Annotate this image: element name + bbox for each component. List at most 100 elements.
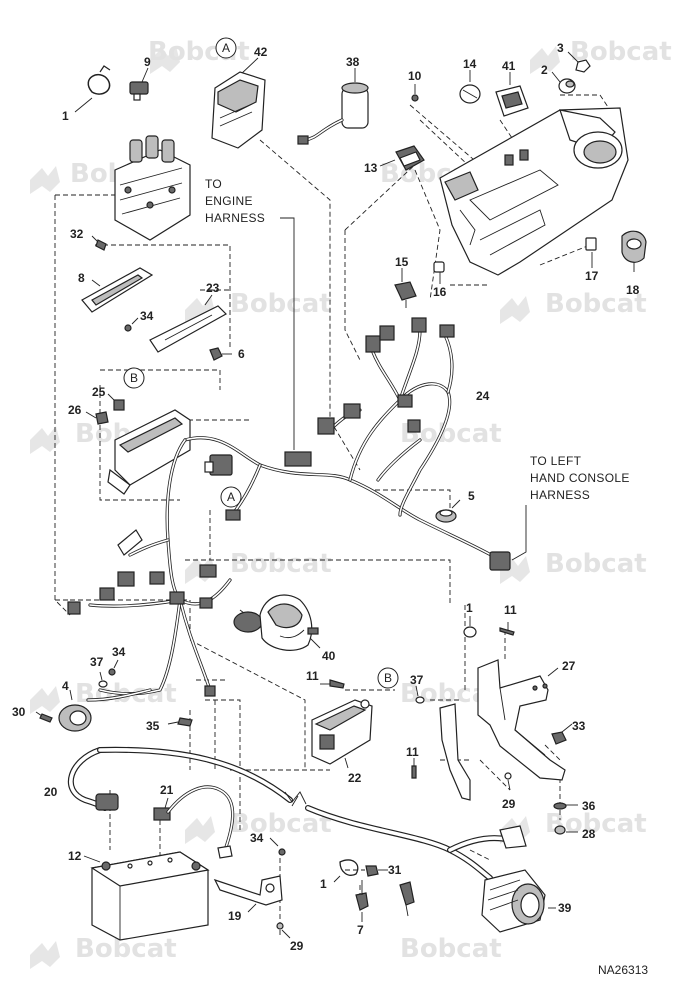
reference-b-left: B [123,367,145,389]
note-line: HAND CONSOLE [530,471,630,485]
note-to-engine-harness: TO ENGINE HARNESS [205,177,295,450]
knob-part [459,70,481,104]
callout-27: 27 [562,659,576,673]
battery-cable-part [67,746,527,881]
watermark-text: Bobcat [400,934,502,964]
callout-labels: 1 9 42 38 10 14 41 3 2 13 15 16 17 18 32… [12,41,640,953]
callout-11-low: 11 [406,745,419,759]
screw-part [124,317,139,332]
nut-part [567,51,591,73]
horn-part [297,68,369,145]
callout-40: 40 [322,649,336,663]
callout-1: 1 [62,109,69,123]
nut-part [365,865,388,877]
callout-9: 9 [144,55,151,69]
clip-part [585,237,597,268]
grommet-part [58,688,152,732]
note-line: TO [205,177,222,191]
callout-28: 28 [582,827,596,841]
valve-assembly-part [114,135,191,241]
watermark-text: Bobcat [230,289,332,319]
reference-letter: A [227,490,235,504]
bolt-part [355,880,369,922]
callout-41: 41 [502,59,516,73]
callout-34: 34 [140,309,154,323]
callout-32: 32 [70,227,84,241]
callout-16: 16 [433,285,447,299]
watermark-text: Bobcat [545,289,647,319]
nut-part [209,347,232,361]
screw-part [108,659,119,676]
callout-11-right: 11 [504,603,517,617]
screw-part [269,837,286,856]
callout-10: 10 [408,69,422,83]
screw-part [320,679,345,689]
switch-plate-part [495,72,529,117]
callout-24: 24 [476,389,490,403]
watermark-logo [30,686,60,714]
battery-hold-down-part [213,875,283,913]
note-line: HARNESS [530,488,590,502]
screw-part [411,758,417,779]
note-line: ENGINE [205,194,253,208]
gasket-part [81,267,154,313]
plug-part [433,261,445,284]
callout-25: 25 [92,385,106,399]
bracket-part [149,294,227,353]
note-line: TO LEFT [530,454,582,468]
callout-1-right: 1 [466,601,473,615]
cable-tie-part [74,65,111,113]
callout-1-low: 1 [320,877,327,891]
callout-7: 7 [357,923,364,937]
cable-tie-part [333,859,359,883]
callout-13: 13 [364,161,378,175]
watermark-logo [530,46,560,74]
callout-22: 22 [348,771,362,785]
callout-20: 20 [44,785,58,799]
callout-21: 21 [160,783,174,797]
callout-6: 6 [238,347,245,361]
screw-part [504,772,512,791]
control-module-part [211,57,266,149]
callout-4: 4 [62,679,69,693]
terminal-part [399,881,415,917]
washer-part [415,685,425,704]
callout-29-low: 29 [290,939,304,953]
watermark-text: Bobcat [545,549,647,579]
relay-part [107,393,125,411]
callout-2: 2 [541,63,548,77]
note-line: HARNESS [205,211,265,225]
callout-36: 36 [582,799,596,813]
nut-part [551,723,573,745]
screw-part [35,711,53,723]
callout-15: 15 [395,255,409,269]
screw-part [167,717,193,727]
callout-29-mid: 29 [502,797,516,811]
callout-39: 39 [558,901,572,915]
callout-26: 26 [68,403,82,417]
screw-part [276,922,291,939]
watermark-text: Bobcat [230,809,332,839]
callout-5: 5 [468,489,475,503]
connector-part [129,67,149,101]
watermark-text: Bobcat [230,549,332,579]
pin-part [463,616,477,638]
callout-8: 8 [78,271,85,285]
callout-42: 42 [254,45,268,59]
wire-connector-part [153,785,235,859]
screw-part [91,235,107,251]
washer-part [553,802,578,810]
callout-33: 33 [572,719,586,733]
cover-part [621,230,647,272]
reference-letter: B [384,671,392,685]
callout-37: 37 [90,655,104,669]
callout-3: 3 [557,41,564,55]
callout-17: 17 [585,269,599,283]
watermark-logo [185,816,215,844]
toggle-switch-part [394,268,417,308]
callout-18: 18 [626,283,640,297]
callout-23: 23 [206,281,220,295]
watermark-logo [500,296,530,324]
callout-14: 14 [463,57,477,71]
controller-module-part [311,699,373,769]
